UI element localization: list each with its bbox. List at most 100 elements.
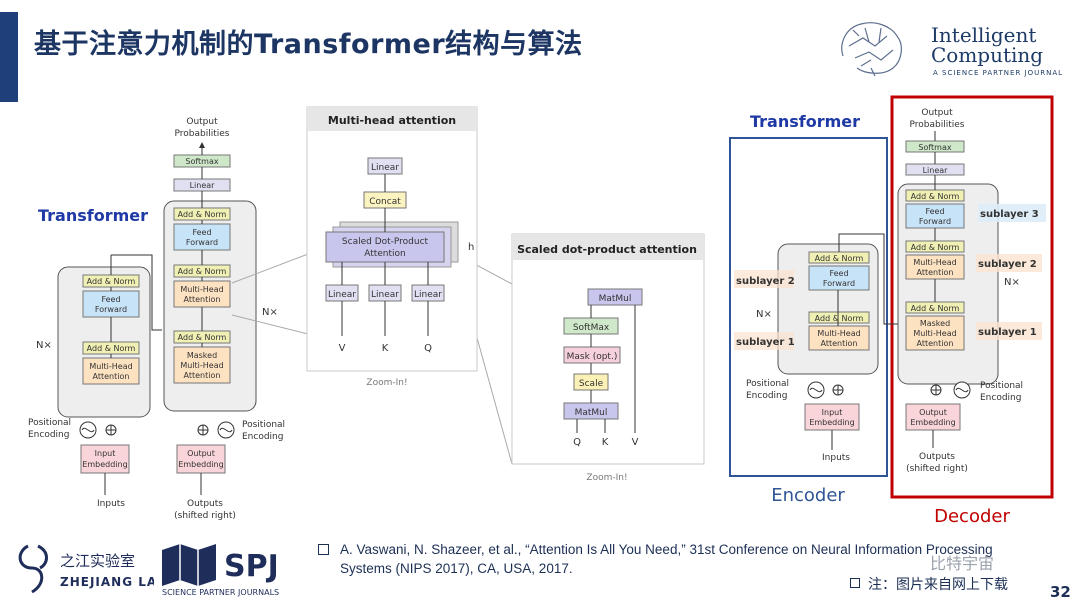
svg-text:Feed: Feed [925,207,944,216]
feed-forward-box [82,290,140,318]
decoder-label: Decoder [934,506,1010,527]
image-source-note: 注：图片来自网上下载 [868,577,1008,593]
svg-text:Inputs: Inputs [97,499,125,509]
svg-text:Output: Output [186,117,218,127]
footnote-bullet [318,544,329,555]
slide-title: 基于注意力机制的Transformer结构与算法 [34,29,583,60]
svg-text:Forward: Forward [823,279,855,288]
svg-text:Multi-Head: Multi-Head [913,329,956,338]
svg-text:Softmax: Softmax [918,143,951,152]
svg-text:V: V [632,437,639,448]
footnote-citation: A. Vaswani, N. Shazeer, et al., “Attenti… [340,542,993,576]
svg-text:K: K [602,437,609,448]
svg-text:Attention: Attention [917,339,954,348]
right-transformer-diagram: Transformer Encoder Decoder Add & Norm F… [729,95,1054,527]
sdpa-panel-title: Scaled dot-product attention [517,243,697,256]
left-decoder-nx: N× [262,307,278,318]
svg-text:Attention: Attention [364,249,406,259]
encoder-box [729,137,888,477]
svg-text:Outputs: Outputs [187,499,223,509]
svg-text:Q: Q [424,343,432,354]
ic-word-1: Intelligent [931,23,1036,47]
svg-text:Output: Output [921,108,953,118]
encoder-sublayer-2: sublayer 2 [736,276,795,287]
svg-text:Add & Norm: Add & Norm [911,192,960,201]
decoder-box [890,95,1054,499]
svg-text:Encoding: Encoding [746,391,787,401]
svg-text:MatMul: MatMul [599,294,632,304]
svg-text:Encoding: Encoding [28,430,69,440]
svg-text:N×: N× [756,309,772,320]
svg-text:V: V [339,343,346,354]
svg-text:Positional: Positional [980,381,1023,391]
svg-text:Feed: Feed [192,228,211,237]
svg-text:Zoom-In!: Zoom-In! [366,378,407,388]
masked-attention-box [173,346,231,384]
svg-text:Multi-Head: Multi-Head [180,361,223,370]
svg-text:Inputs: Inputs [822,453,850,463]
svg-text:Output: Output [919,408,947,417]
spj-logo: SPJ SCIENCE PARTNER JOURNALS [160,540,300,604]
svg-text:Add & Norm: Add & Norm [178,210,227,219]
svg-text:Probabilities: Probabilities [910,120,965,130]
svg-text:Input: Input [822,408,843,417]
left-transformer-title: Transformer [38,206,148,225]
svg-text:Add & Norm: Add & Norm [815,314,864,323]
svg-text:Linear: Linear [923,166,949,175]
note-bullet [850,578,860,588]
svg-text:Attention: Attention [93,372,130,381]
svg-text:Masked: Masked [920,319,950,328]
sdpa-panel: Scaled dot-product attention MatMul Soft… [511,233,705,483]
multihead-panel-title: Multi-head attention [328,114,456,127]
svg-text:Attention: Attention [184,371,221,380]
svg-text:Positional: Positional [28,418,71,428]
svg-text:Multi-Head: Multi-Head [913,258,956,267]
svg-text:Embedding: Embedding [910,418,955,427]
svg-text:Feed: Feed [829,269,848,278]
svg-text:Outputs: Outputs [919,452,955,462]
svg-text:SoftMax: SoftMax [573,323,610,333]
brain-icon [841,22,902,77]
svg-text:Masked: Masked [187,351,217,360]
svg-text:Encoding: Encoding [980,393,1021,403]
svg-text:MatMul: MatMul [575,408,608,418]
title-accent-bar [0,12,18,102]
multihead-attention-panel: Multi-head attention Linear Concat Scale… [306,106,478,388]
svg-text:Linear: Linear [190,181,216,190]
svg-text:Q: Q [573,437,581,448]
encoder-label: Encoder [771,485,845,506]
svg-text:Attention: Attention [821,339,858,348]
svg-text:(shifted right): (shifted right) [906,464,968,474]
svg-text:Input: Input [95,449,116,458]
svg-text:Zoom-In!: Zoom-In! [586,473,627,483]
right-transformer-title: Transformer [750,112,860,131]
svg-text:K: K [382,343,389,354]
svg-text:Multi-Head: Multi-Head [89,362,132,371]
svg-text:Forward: Forward [186,238,218,247]
svg-text:SCIENCE PARTNER JOURNALS: SCIENCE PARTNER JOURNALS [162,588,279,597]
svg-text:Embedding: Embedding [178,460,223,469]
svg-text:Multi-Head: Multi-Head [817,329,860,338]
svg-text:Linear: Linear [414,290,442,300]
svg-text:Positional: Positional [242,420,285,430]
svg-text:h: h [468,242,474,253]
svg-text:Scale: Scale [579,379,604,389]
svg-text:Multi-Head: Multi-Head [180,285,223,294]
svg-text:SPJ: SPJ [224,549,279,584]
left-encoder-nx: N× [36,340,52,351]
intelligent-computing-logo: Intelligent Computing A SCIENCE PARTNER … [835,16,1065,80]
svg-text:Mask (opt.): Mask (opt.) [567,352,618,362]
multi-head-attention-box [82,357,140,385]
svg-text:Embedding: Embedding [82,460,127,469]
svg-text:Positional: Positional [746,379,789,389]
page-number: 32 [1050,583,1071,601]
svg-text:Add & Norm: Add & Norm [178,267,227,276]
svg-text:Add & Norm: Add & Norm [815,254,864,263]
left-transformer-diagram: Transformer N× Add & Norm Feed Forward A… [28,117,285,521]
svg-text:Probabilities: Probabilities [175,129,230,139]
svg-text:Add & Norm: Add & Norm [178,333,227,342]
svg-text:Scaled Dot-Product: Scaled Dot-Product [342,237,429,247]
ic-tagline: A SCIENCE PARTNER JOURNAL [933,69,1063,77]
svg-text:Output: Output [187,449,215,458]
svg-text:Linear: Linear [328,290,356,300]
